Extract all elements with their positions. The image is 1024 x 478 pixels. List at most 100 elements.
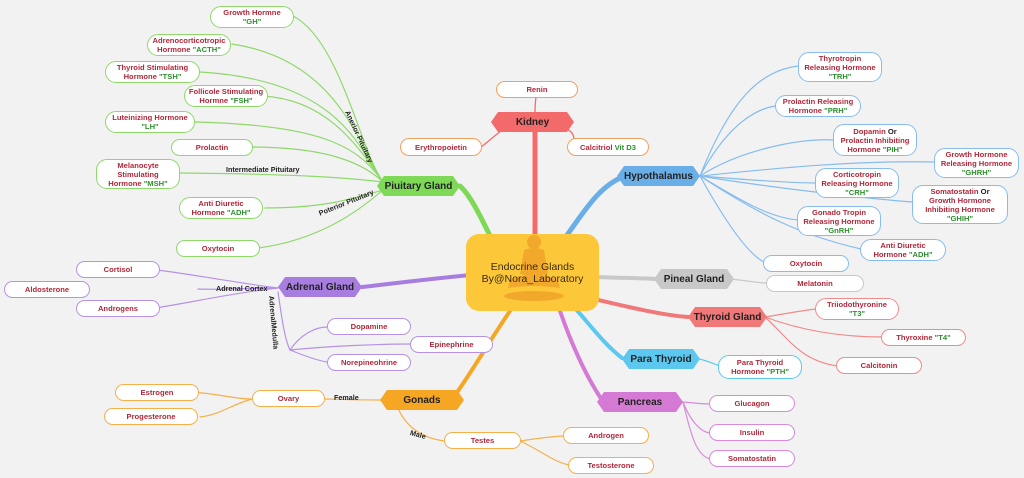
- leaf-text: Para Thyroid: [736, 358, 784, 367]
- leaf-text: "GHIH": [946, 213, 974, 223]
- leaf-text: Hormone "TSH": [124, 72, 182, 81]
- leaf-text: Dopamin: [853, 126, 888, 136]
- leaf-cortisol[interactable]: Cortisol: [76, 261, 160, 278]
- leaf-text: Ovary: [277, 394, 300, 403]
- leaf-text: Glucagon: [734, 399, 770, 408]
- leaf-text: Androgens: [97, 304, 139, 313]
- leaf-aldosterone[interactable]: Aldosterone: [4, 281, 90, 298]
- leaf-text: Hormone "MSH": [108, 179, 168, 188]
- leaf-text: Somatostatin Or: [930, 187, 989, 196]
- leaf-melatonin[interactable]: Melatonin: [766, 275, 864, 292]
- leaf-testes[interactable]: Testes: [444, 432, 521, 449]
- leaf-text: Calcitriol Vit D3: [580, 143, 636, 152]
- leaf-text: "FSH": [230, 96, 253, 105]
- leaf-insulin[interactable]: Insulin: [709, 424, 795, 441]
- leaf-lh[interactable]: Luteinizing Hormone"LH": [105, 111, 195, 133]
- leaf-glucagon[interactable]: Glucagon: [709, 395, 795, 412]
- leaf-t3[interactable]: Triiodothyronine"T3": [815, 298, 899, 320]
- leaf-text: "PTH": [766, 367, 789, 376]
- leaf-text: Calcitonin: [860, 361, 898, 370]
- leaf-text: Aldosterone: [24, 285, 70, 294]
- leaf-ovary[interactable]: Ovary: [252, 390, 325, 407]
- leaf-pituitary-oxytocin[interactable]: Oxytocin: [176, 240, 260, 257]
- leaf-text: Hormone: [847, 144, 883, 154]
- leaf-somatostatin[interactable]: Somatostatin: [709, 450, 795, 467]
- leaf-androgens[interactable]: Androgens: [76, 300, 160, 317]
- leaf-text: Vit D3: [614, 142, 636, 152]
- leaf-t4[interactable]: Thyroxine "T4": [881, 329, 966, 346]
- leaf-calcitriol[interactable]: Calcitriol Vit D3: [567, 138, 649, 156]
- central-topic[interactable]: Endocrine Glands By@Nora_Laboratory: [466, 234, 599, 311]
- branch-pancreas: [558, 309, 604, 402]
- leaf-text: "TSH": [159, 72, 182, 81]
- leaf-text: Calcitriol: [580, 142, 615, 152]
- leaf-text: Hormone: [123, 72, 160, 81]
- leaf-text: Gonado Tropin: [812, 207, 866, 217]
- leaf-text: Insulin: [739, 428, 765, 437]
- leaf-progesterone[interactable]: Progesterone: [104, 408, 198, 425]
- central-topic-line1: Endocrine Glands: [490, 260, 575, 273]
- hub-gonads[interactable]: Gonads: [380, 390, 464, 410]
- leaf-erythropoietin[interactable]: Erythropoietin: [400, 138, 482, 156]
- leaf-androgen[interactable]: Androgen: [563, 427, 649, 444]
- branch-gonads: [453, 309, 512, 397]
- leaf-text: Norepineohrine: [340, 358, 398, 367]
- leaf-text: Testosterone: [587, 461, 635, 470]
- leaf-testosterone[interactable]: Testosterone: [568, 457, 654, 474]
- leaf-epinephrine[interactable]: Epinephrine: [410, 336, 493, 353]
- leaf-text: "ACTH": [192, 45, 221, 54]
- leaf-text: Progesterone: [126, 412, 176, 421]
- leaf-prolactin[interactable]: Prolactin: [171, 139, 253, 156]
- hub-hypothalamus-label: Hypothalamus: [624, 170, 693, 182]
- leaf-text: Cortisol: [103, 265, 133, 274]
- hub-kidney[interactable]: Kidney: [491, 112, 574, 132]
- leaf-text: Oxytocin: [789, 259, 823, 268]
- leaf-calcitonin[interactable]: Calcitonin: [836, 357, 922, 374]
- leaf-hypothalamus-oxytocin[interactable]: Oxytocin: [763, 255, 849, 272]
- leaf-text: Estrogen: [140, 388, 174, 397]
- leaf-text: Stimulating: [117, 169, 159, 179]
- leaf-text: Dopamine: [350, 322, 388, 331]
- hub-pituitary[interactable]: Piuitary Gland: [377, 176, 460, 196]
- leaf-text: Dopamin Or: [853, 127, 896, 136]
- label-adrenal-cortex: Adrenal Cortex: [216, 284, 268, 293]
- hub-adrenal[interactable]: Adrenal Gland: [278, 277, 362, 297]
- leaf-text: Anti Diuretic: [880, 241, 926, 250]
- hub-pineal[interactable]: Pineal Gland: [654, 269, 734, 289]
- leaf-text: Thyroid Stimulating: [116, 63, 189, 72]
- leaf-text: Hormone: [731, 367, 767, 376]
- hub-thyroid[interactable]: Thyroid Gland: [688, 307, 767, 327]
- branch-pineal: [596, 275, 657, 281]
- leaf-text: Thyrotropin: [818, 53, 862, 63]
- branch-parathyroid: [573, 306, 624, 360]
- leaf-text: Renin: [526, 85, 548, 94]
- leaf-estrogen[interactable]: Estrogen: [115, 384, 199, 401]
- hub-parathyroid[interactable]: Para Thyroid: [622, 349, 700, 369]
- branch-hypothalamus: [562, 173, 628, 241]
- leaf-norepinephrine[interactable]: Norepineohrine: [327, 354, 411, 371]
- leaf-gh[interactable]: Growth Hormne"GH": [210, 6, 294, 28]
- hub-pancreas[interactable]: Pancreas: [597, 392, 683, 412]
- leaf-text: Or: [887, 126, 897, 136]
- leaf-dopamine[interactable]: Dopamine: [327, 318, 411, 335]
- leaf-renin[interactable]: Renin: [496, 81, 578, 98]
- leaf-text: Androgen: [588, 431, 624, 440]
- leaf-text: "GH": [242, 17, 262, 26]
- hub-parathyroid-label: Para Thyroid: [630, 353, 692, 365]
- leaf-text: Hormne: [199, 96, 231, 105]
- hub-hypothalamus[interactable]: Hypothalamus: [617, 166, 700, 186]
